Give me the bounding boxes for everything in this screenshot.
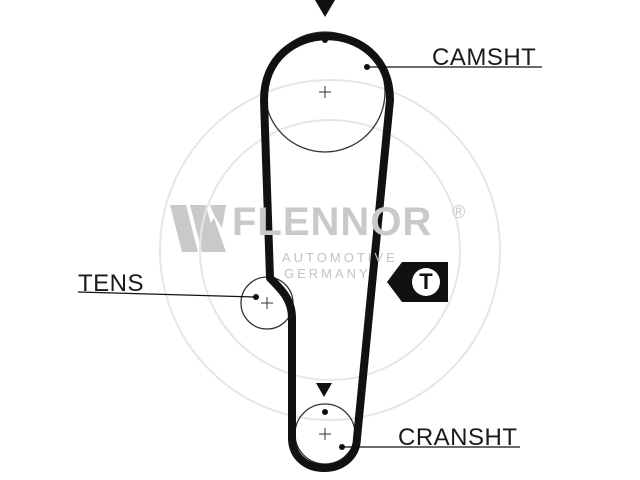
crankshaft-label: CRANSHT	[398, 424, 518, 451]
tensioner-label: TENS	[78, 270, 145, 297]
camshaft-timing-mark-icon	[315, 0, 335, 17]
watermark-arcs	[159, 79, 501, 421]
watermark-registered-mark: ®	[452, 202, 466, 222]
crankshaft-pulley	[294, 403, 356, 465]
tensioner-leader-line	[77, 291, 257, 298]
watermark-line-1: AUTOMOTIVE	[282, 250, 398, 265]
watermark-line-2: GERMANY	[284, 266, 371, 281]
watermark-brand: FLENNOR	[232, 200, 433, 244]
tensioner-badge-letter: T	[419, 269, 433, 294]
tensioner-badge-icon	[387, 262, 448, 302]
crankshaft-timing-mark-icon	[316, 383, 332, 397]
timing-belt	[260, 32, 394, 472]
camshaft-label: CAMSHT	[432, 44, 537, 71]
flennor-logo-mark	[170, 205, 226, 252]
